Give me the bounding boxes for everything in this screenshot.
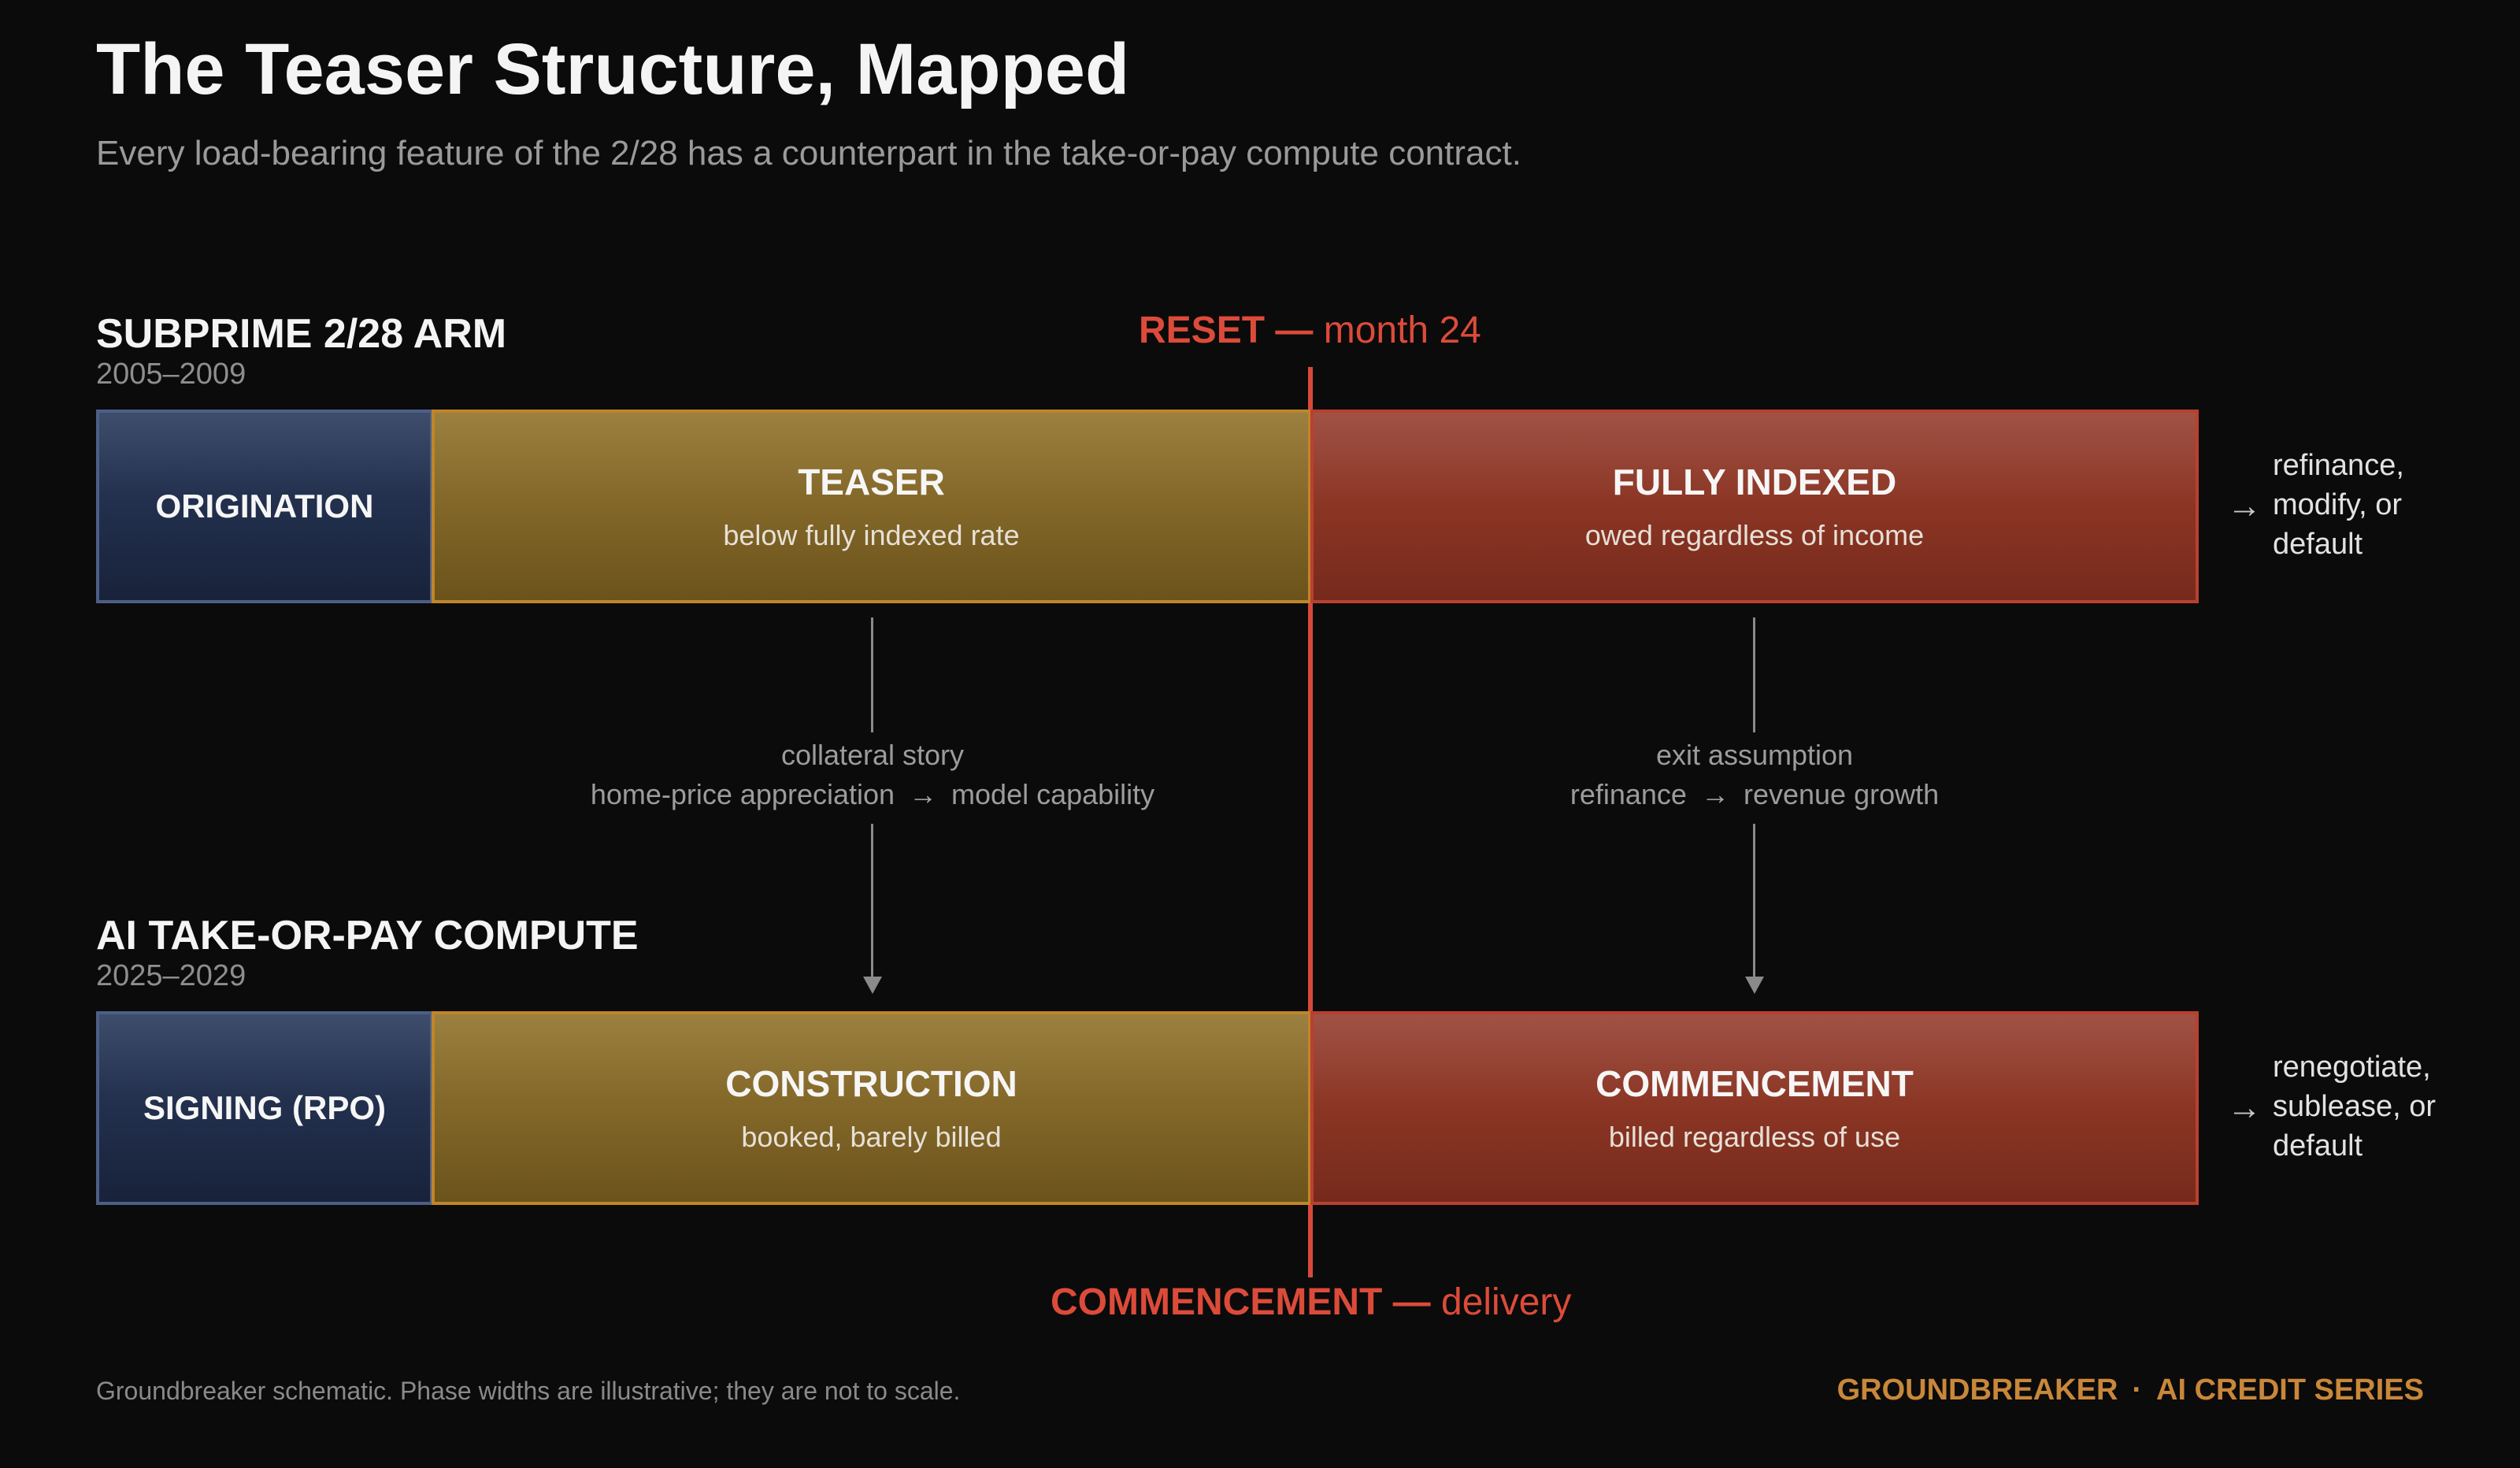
connector-mapping: home-price appreciation → model capability: [558, 775, 1188, 814]
arrow-down-icon: [863, 977, 882, 994]
row-years-subprime: 2005–2009: [96, 358, 246, 391]
phase-label: FULLY INDEXED: [1612, 462, 1897, 502]
arrow-right-icon: →: [1700, 778, 1729, 810]
connector-exit: exit assumption refinance → revenue growth: [1440, 736, 2070, 814]
brand-left: GROUNDBREAKER: [1836, 1373, 2118, 1407]
connector-from: refinance: [1569, 778, 1687, 810]
row-title-ai: AI TAKE-OR-PAY COMPUTE: [96, 913, 639, 958]
outcome-arrow-icon: →: [2227, 1088, 2262, 1127]
phase-label: TEASER: [798, 462, 945, 502]
connector-mapping: refinance → revenue growth: [1440, 775, 2070, 814]
outcome-line: default: [2273, 1129, 2363, 1162]
row-title-subprime: SUBPRIME 2/28 ARM: [96, 311, 507, 357]
connector-line-top-right: [1753, 617, 1755, 732]
reset-divider-line: [1308, 367, 1313, 1277]
brand-right: AI CREDIT SERIES: [2156, 1373, 2424, 1407]
outcome-line: renegotiate,: [2273, 1051, 2431, 1084]
phase-label: SIGNING (RPO): [143, 1089, 386, 1126]
brand-separator: ·: [2132, 1373, 2143, 1407]
connector-to: revenue growth: [1743, 778, 1940, 810]
arrow-down-icon: [1745, 977, 1764, 994]
footnote: Groundbreaker schematic. Phase widths ar…: [96, 1377, 961, 1405]
reset-marker-detail: month 24: [1323, 310, 1481, 351]
outcome-line: modify, or: [2273, 488, 2403, 521]
connector-from: home-price appreciation: [590, 778, 895, 810]
phase-teaser: TEASER below fully indexed rate: [432, 410, 1311, 603]
phase-label: ORIGINATION: [155, 487, 374, 525]
phase-construction: CONSTRUCTION booked, barely billed: [432, 1011, 1311, 1205]
row-years-ai: 2025–2029: [96, 959, 246, 992]
commencement-marker-detail: delivery: [1441, 1281, 1572, 1323]
commencement-marker-label: COMMENCEMENT —: [1051, 1281, 1431, 1323]
connector-line-bottom-left: [871, 824, 873, 978]
phase-origination: ORIGINATION: [96, 410, 433, 603]
outcome-subprime: refinance, modify, or default: [2273, 446, 2404, 564]
page-title: The Teaser Structure, Mapped: [96, 29, 1130, 109]
connector-to: model capability: [951, 778, 1155, 810]
phase-label: CONSTRUCTION: [725, 1063, 1017, 1104]
arrow-right-icon: →: [909, 778, 938, 810]
phase-label: COMMENCEMENT: [1595, 1063, 1914, 1104]
connector-line-top-left: [871, 617, 873, 732]
phase-commencement: COMMENCEMENT billed regardless of use: [1310, 1011, 2199, 1205]
reset-marker: RESET — month 24: [1139, 309, 1481, 352]
outcome-line: default: [2273, 528, 2363, 561]
outcome-line: refinance,: [2273, 449, 2404, 482]
page-subtitle: Every load-bearing feature of the 2/28 h…: [96, 134, 1521, 172]
phase-sub: booked, barely billed: [741, 1121, 1002, 1153]
connector-line-bottom-right: [1753, 824, 1755, 978]
phase-sub: billed regardless of use: [1608, 1121, 1901, 1153]
connector-collateral: collateral story home-price appreciation…: [558, 736, 1188, 814]
outcome-line: sublease, or: [2273, 1090, 2437, 1123]
phase-sub: below fully indexed rate: [723, 519, 1020, 551]
commencement-marker: COMMENCEMENT — delivery: [1051, 1281, 1571, 1324]
reset-marker-label: RESET —: [1139, 310, 1314, 351]
outcome-ai: renegotiate, sublease, or default: [2273, 1047, 2436, 1166]
outcome-arrow-icon: →: [2227, 487, 2262, 525]
phase-sub: owed regardless of income: [1584, 519, 1925, 551]
phase-signing: SIGNING (RPO): [96, 1011, 433, 1205]
connector-caption: exit assumption: [1655, 739, 1854, 771]
phase-fully-indexed: FULLY INDEXED owed regardless of income: [1310, 410, 2199, 603]
connector-caption: collateral story: [780, 739, 965, 771]
brand-signature: GROUNDBREAKER · AI CREDIT SERIES: [1837, 1373, 2424, 1407]
